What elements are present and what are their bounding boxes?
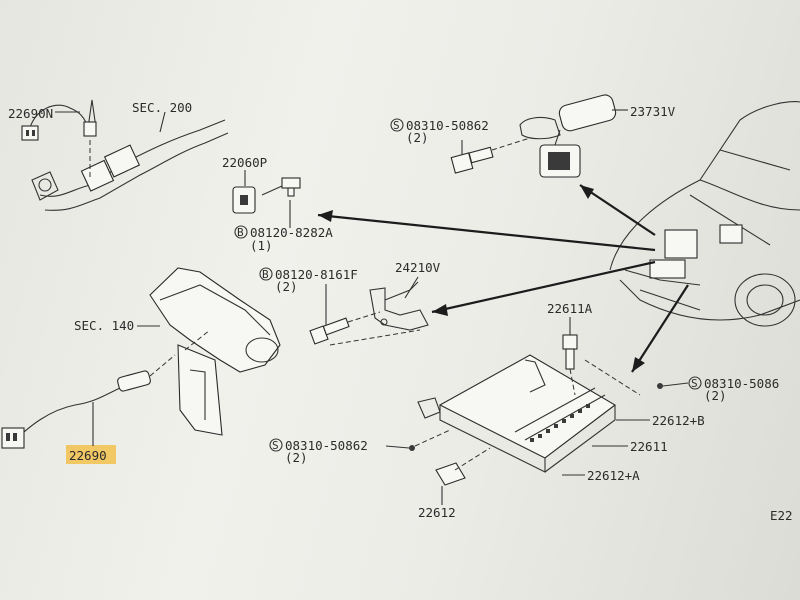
- label-08120-8282a: 08120-8282A: [250, 225, 333, 240]
- label-ecm-screw-left-qty: (2): [285, 450, 308, 465]
- sensor-22060p: [232, 177, 301, 214]
- 24210v-leader: [404, 276, 419, 299]
- bolt-b2-circle: [259, 267, 273, 281]
- label-22612-b: 22612+B: [652, 413, 705, 428]
- highlight-22690: [66, 445, 116, 464]
- label-bolt-b2-qty: (2): [275, 279, 298, 294]
- label-22611: 22611: [630, 439, 668, 454]
- ecm-unit: [417, 354, 616, 473]
- vehicle-outline: [609, 101, 800, 327]
- label-22612-a: 22612+A: [587, 468, 640, 483]
- clip-22612: [435, 447, 491, 486]
- ecm-screw-left: [409, 445, 415, 451]
- bolt-08120-8161f: [309, 311, 421, 346]
- ecm-screw-left-leader: [385, 445, 410, 449]
- ecm-screw-right-code: S: [691, 377, 698, 390]
- bolt-b2-code: B: [262, 268, 269, 281]
- label-22690: 22690: [69, 448, 107, 463]
- label-ecm-screw-right-qty: (2): [704, 388, 727, 403]
- label-22612: 22612: [418, 505, 456, 520]
- sensor-bolt-code: S: [393, 119, 400, 132]
- sec200-leader: [159, 111, 166, 133]
- sensor-bolt: [450, 137, 531, 174]
- label-08120-8161f: 08120-8161F: [275, 267, 358, 282]
- label-sensor-bolt-qty: (2): [406, 130, 429, 145]
- bracket-24210v: [369, 281, 429, 331]
- label-23731v: 23731V: [630, 104, 676, 119]
- ecm-screw-right-circle: [688, 376, 702, 390]
- label-08310-5086-right: 08310-5086: [704, 376, 779, 391]
- sensor-bolt-circle: [390, 118, 404, 132]
- bolt-b1-circle: [234, 225, 248, 239]
- heat-shield: [149, 267, 281, 436]
- label-08310-50862-left: 08310-50862: [285, 438, 368, 453]
- ecm-screw-left-code: S: [272, 439, 279, 452]
- ecm-bolt: [562, 334, 641, 396]
- figure-code: E22: [770, 508, 793, 523]
- exhaust-front-pipe: [31, 119, 229, 211]
- callout-arrows: [317, 184, 689, 373]
- label-bolt-b1-qty: (1): [250, 238, 273, 253]
- ecm-screw-left-circle: [269, 438, 283, 452]
- label-22690n: 22690N: [8, 106, 53, 121]
- rear-o2-sensor: [1, 329, 211, 449]
- ecm-screw-left-dash: [414, 429, 451, 447]
- label-sec-200: SEC. 200: [132, 100, 192, 115]
- ecm-screw-right-leader: [662, 382, 689, 387]
- label-08310-50862-top: 08310-50862: [406, 118, 489, 133]
- label-24210v: 24210V: [395, 260, 441, 275]
- label-22611a: 22611A: [547, 301, 593, 316]
- ecm-screw-right: [657, 383, 663, 389]
- crank-angle-sensor: [519, 94, 617, 178]
- front-o2-sensor: [21, 99, 97, 180]
- bolt-b1-code: B: [237, 226, 244, 239]
- label-sec-140: SEC. 140: [74, 318, 134, 333]
- label-22060p: 22060P: [222, 155, 267, 170]
